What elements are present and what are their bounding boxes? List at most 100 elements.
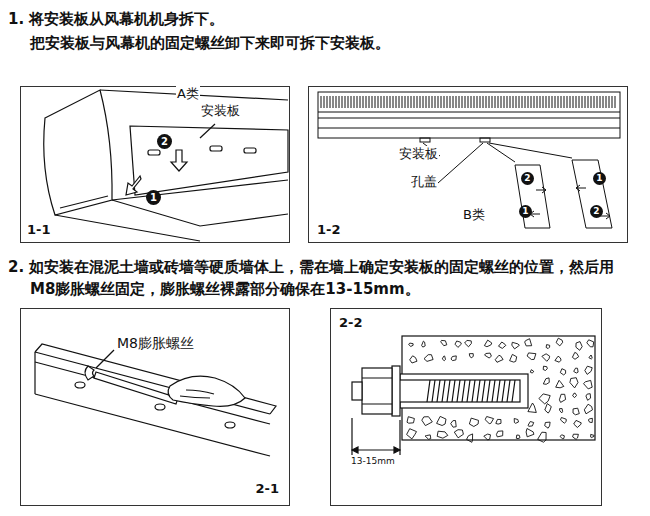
callout-number: 2 [521,172,534,185]
unit-a-sketch [60,196,108,208]
anchor-bolt-section [469,418,478,426]
panel-number: 1-1 [27,222,51,238]
unit-b-sketch [536,187,546,193]
bracket-sketch [94,372,178,404]
anchor-bolt-section [495,355,503,362]
anchor-bolt-section [510,354,517,362]
panel-number: 2-1 [256,481,280,497]
anchor-bolt-section [499,342,506,348]
anchor-bolt-section [586,394,591,401]
anchor-bolt-section [496,431,502,437]
part-label: 安装板 [200,103,241,120]
step-note: 把安装板与风幕机的固定螺丝卸下来即可拆下安装板。 [30,34,390,54]
anchor-bolt-section [561,418,567,424]
anchor-bolt-section [543,366,547,370]
anchor-bolt-section [352,418,400,455]
part-label: 孔盖 [410,174,438,191]
anchor-bolt-section [441,340,447,345]
anchor-bolt-section [573,434,579,439]
anchor-bolt-section [484,434,491,440]
anchor-bolt-section [485,417,494,424]
anchor-bolt-section [410,356,417,363]
unit-b-sketch [318,112,620,128]
unit-a-sketch [126,176,141,195]
bracket-sketch [85,366,94,380]
bracket-sketch [35,362,270,424]
unit-a-sketch [148,150,160,155]
panel-frame: 2-2 [330,308,602,506]
anchor-bolt-section [556,338,563,346]
anchor-bolt-section [516,435,520,439]
callout-number: 2 [590,205,603,218]
anchor-bolt-section [538,432,547,442]
anchor-bolt-section [409,343,414,346]
anchor-bolt-section [514,419,518,424]
bracket-sketch [155,404,165,410]
unit-b-sketch [576,185,586,191]
anchor-bolt-section [454,430,463,438]
unit-b-sketch [572,160,612,228]
anchor-bolt-section [573,408,579,415]
part-label: 安装板 [398,146,439,163]
anchor-bolt-section [574,368,578,373]
bracket-sketch [35,352,270,414]
unit-b-sketch [318,92,620,138]
unit-a-sketch [44,90,288,241]
anchor-bolt-section [584,380,593,389]
anchor-bolt-section [574,420,582,427]
unit-a-sketch [200,124,215,138]
anchor-bolt-section [545,404,552,414]
anchor-bolt-section [584,404,592,414]
anchor-bolt-section [425,435,431,439]
step-heading: 2. 如安装在混泥土墙或砖墙等硬质墙体上，需在墙上确定安装板的固定螺丝的位置，然… [8,256,628,300]
part-label: M8膨胀螺丝 [116,334,195,352]
step-heading: 1. 将安装板从风幕机机身拆下。 [8,10,224,30]
anchor-bolt-section [352,336,595,455]
anchor-bolt-section [573,393,577,397]
panel-frame: 1-1 [20,86,290,243]
bracket-sketch [180,390,214,398]
anchor-bolt-section [587,340,594,347]
anchor-bolt-section [539,394,550,404]
anchor-bolt-section [527,353,536,360]
anchor-bolt-section [528,403,536,413]
anchor-bolt-section [455,341,461,347]
anchor-bolt-section [560,369,565,375]
unit-b-sketch [420,138,430,142]
anchor-bolt-section [560,435,564,439]
anchor-bolt-section [585,366,592,374]
anchor-bolt-section [555,356,561,362]
anchor-bolt-section [546,345,550,349]
anchor-bolt-section [451,421,457,428]
anchor-bolt-section [352,449,400,450]
anchor-bolt-section [512,342,520,349]
bracket-sketch [34,352,35,394]
anchor-bolt-section [424,355,433,362]
anchor-bolt-section [526,429,534,437]
callout-number: 1 [593,172,606,185]
unit-b-sketch [515,165,550,228]
anchor-bolt-section [576,342,582,351]
bracket-sketch [168,376,245,406]
callout-number: 2 [157,134,172,149]
callout-number: 1 [146,190,161,205]
bracket-sketch [96,350,114,368]
anchor-bolt-section [437,431,448,438]
unit-b-sketch [487,143,515,162]
anchor-bolt-section [560,409,563,413]
anchor-bolt-section [362,368,392,414]
anchor-bolt-section [484,340,491,347]
anchor-bolt-section [392,366,400,416]
anchor-bolt-section [525,339,532,346]
type-label: A类 [176,86,200,103]
bracket-sketch [225,422,235,428]
anchor-bolt-section [352,382,362,400]
unit-b-sketch [321,96,615,108]
anchor-bolt-section [496,419,501,424]
unit-b-sketch [489,143,572,158]
bracket-sketch [75,382,85,388]
anchor-bolt-section [465,340,472,346]
panel-number: 1-2 [317,222,341,238]
anchor-bolt-section [451,356,456,361]
